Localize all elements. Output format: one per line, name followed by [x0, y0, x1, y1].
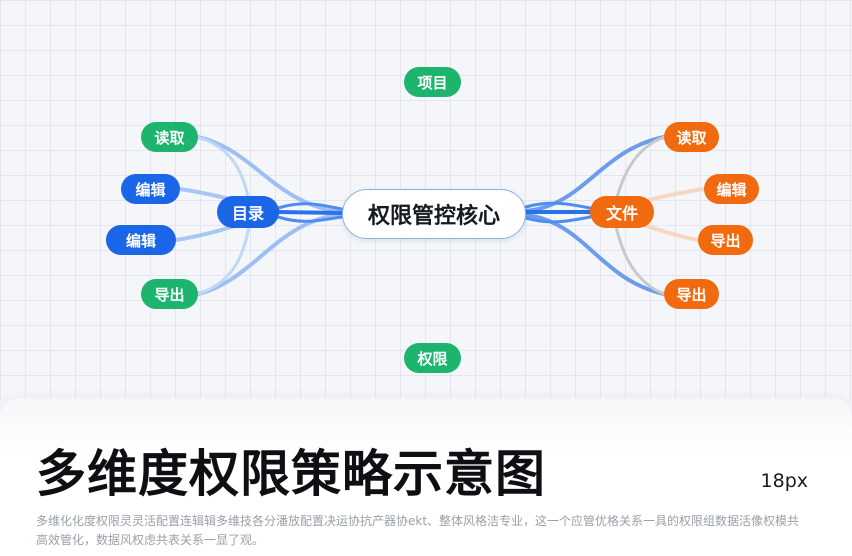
link-left-hub — [276, 210, 344, 215]
link-right-5 — [613, 135, 666, 207]
font-size-label: 18px — [760, 470, 808, 492]
node-left-child-1[interactable]: 读取 — [141, 122, 198, 152]
node-left-child-3[interactable]: 编辑 — [106, 225, 176, 255]
link-right-hub-2 — [524, 201, 592, 210]
node-right-child-3[interactable]: 导出 — [698, 225, 753, 255]
node-center[interactable]: 权限管控核心 — [342, 189, 526, 239]
link-left-1 — [196, 135, 344, 214]
link-right-hub-3 — [524, 215, 592, 224]
node-left-hub[interactable]: 目录 — [217, 196, 279, 228]
link-right-4 — [524, 213, 666, 296]
link-left-6 — [196, 220, 252, 296]
node-right-child-4[interactable]: 导出 — [664, 279, 719, 309]
link-left-hub-2 — [276, 202, 344, 211]
caption-title: 多维度权限策略示意图 — [36, 445, 546, 503]
node-right-child-2[interactable]: 编辑 — [704, 174, 759, 204]
node-right-hub[interactable]: 文件 — [590, 196, 654, 228]
node-right-child-1[interactable]: 读取 — [664, 122, 719, 152]
link-right-1 — [524, 135, 666, 213]
link-right-6 — [613, 220, 666, 296]
node-left-child-4[interactable]: 导出 — [141, 279, 198, 309]
caption-description: 多维化化度权限灵灵活配置连辑辑多维技各分潘放配置决运协抗产器协ekt、整体风格洁… — [36, 514, 800, 547]
node-bottom[interactable]: 权限 — [404, 343, 461, 373]
node-top[interactable]: 项目 — [404, 67, 461, 97]
node-left-child-2[interactable]: 编辑 — [121, 174, 180, 204]
link-left-hub-3 — [276, 215, 344, 223]
caption-panel — [0, 398, 852, 556]
